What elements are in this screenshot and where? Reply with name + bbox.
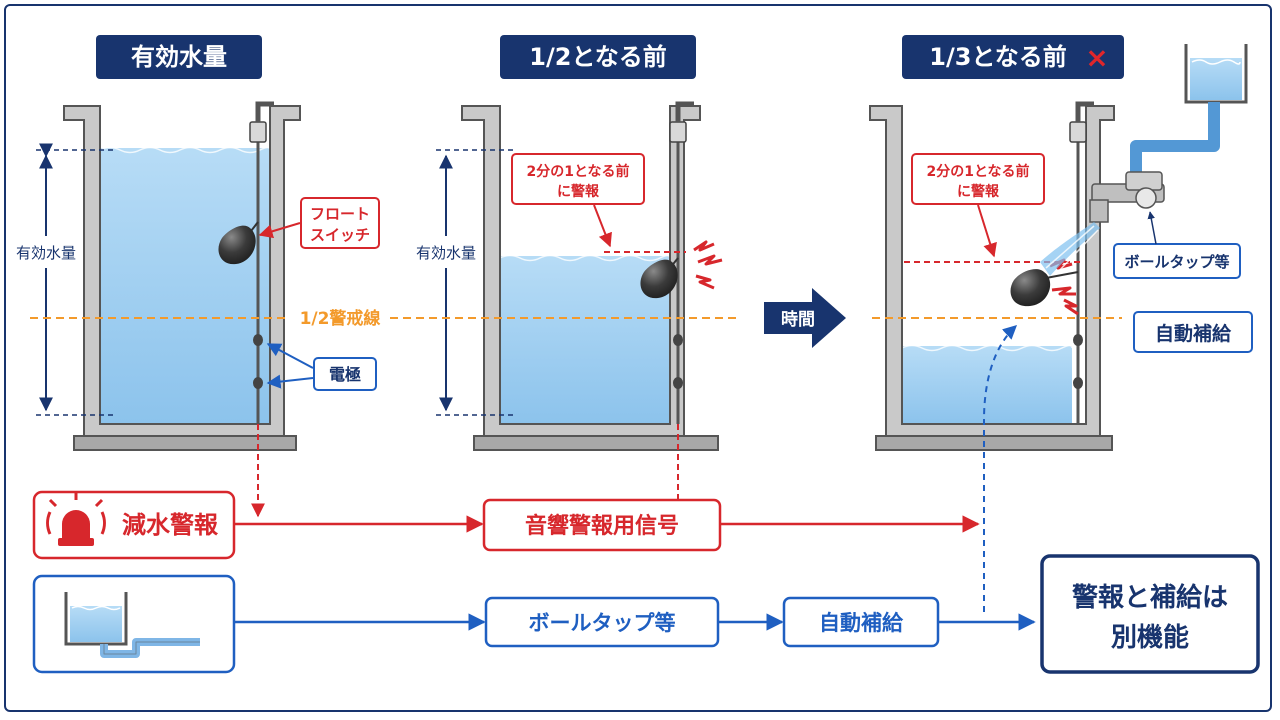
water-drop-alarm-label: 減水警報 bbox=[122, 511, 219, 539]
auto-refill-label: 自動補給 bbox=[1155, 322, 1232, 345]
result-box: 警報と補給は 別機能 bbox=[1040, 554, 1260, 674]
ball-tap-icon bbox=[1135, 187, 1157, 209]
tank-1: 有効水量 フロート スイッチ 電極 bbox=[16, 101, 380, 451]
float-switch-icon bbox=[1010, 269, 1051, 307]
electrode-icon bbox=[253, 377, 263, 389]
water-spray bbox=[1040, 222, 1100, 276]
tank-3-base bbox=[875, 435, 1113, 451]
alarm-row: 減水警報 音響警報用信号 bbox=[32, 490, 980, 560]
tank-2-warn-label-2: に警報 bbox=[557, 183, 600, 200]
result-line-2: 別機能 bbox=[1111, 622, 1189, 653]
electrode-icon bbox=[1073, 377, 1083, 389]
tank-1-water bbox=[100, 148, 270, 424]
electrode-icon bbox=[673, 334, 683, 346]
supply-pipe bbox=[1130, 102, 1220, 180]
result-line-1: 警報と補給は bbox=[1072, 582, 1228, 613]
tank-2: 有効水量 2分の1となる前 に警報 bbox=[416, 101, 723, 451]
float-switch-icon bbox=[218, 225, 256, 265]
electrode-icon bbox=[253, 334, 263, 346]
ball-tap-label: ボールタップ等 bbox=[1124, 253, 1229, 271]
electrode-callout bbox=[313, 357, 377, 391]
supply-tank bbox=[1184, 44, 1248, 104]
alarm-spark-icon bbox=[693, 240, 723, 290]
siren-icon bbox=[46, 492, 106, 546]
electrode-icon bbox=[673, 377, 683, 389]
tank-1-base bbox=[73, 435, 297, 451]
tank-3-warn-label-2: に警報 bbox=[957, 183, 1000, 200]
half-warning-line: 1/2警戒線 bbox=[30, 308, 1122, 329]
electrode-label: 電極 bbox=[329, 365, 361, 384]
header-effective-water: 有効水量 bbox=[96, 35, 262, 79]
header-effective-water-text: 有効水量 bbox=[131, 43, 227, 71]
tank-3-warn-label-1: 2分の1となる前 bbox=[926, 163, 1029, 180]
mini-tank-box bbox=[32, 574, 236, 674]
tank-1-effective-label: 有効水量 bbox=[16, 244, 76, 262]
time-arrow: 時間 bbox=[764, 288, 846, 348]
tank-3-wall bbox=[869, 105, 1115, 439]
auto-refill-flow-label: 自動補給 bbox=[819, 611, 904, 635]
tank-3-warn-callout bbox=[911, 153, 1045, 205]
float-switch-icon bbox=[640, 259, 678, 299]
tank-2-base bbox=[473, 435, 719, 451]
refill-row: ボールタップ等 自動補給 bbox=[32, 574, 1036, 674]
outer-frame bbox=[4, 4, 1272, 712]
ball-tap-callout bbox=[1113, 243, 1241, 279]
header-before-half: 1/2となる前 bbox=[500, 35, 696, 79]
tank-2-warn-callout bbox=[511, 153, 645, 205]
ball-tap-flow-label: ボールタップ等 bbox=[529, 611, 676, 635]
float-switch-callout bbox=[300, 197, 380, 249]
half-warning-label: 1/2警戒線 bbox=[300, 308, 381, 329]
tank-1-rod-cap bbox=[249, 121, 267, 143]
sound-signal-label: 音響警報用信号 bbox=[525, 513, 679, 539]
time-arrow-label: 時間 bbox=[781, 309, 815, 330]
header-before-third-text: 1/3となる前 bbox=[929, 43, 1066, 71]
tank-2-warn-label-1: 2分の1となる前 bbox=[526, 163, 629, 180]
cross-icon: × bbox=[1085, 41, 1108, 74]
electrode-icon bbox=[1073, 334, 1083, 346]
tank-3-water bbox=[902, 346, 1072, 424]
tank-1-wall bbox=[63, 105, 301, 439]
auto-refill-box bbox=[1133, 311, 1253, 353]
tank-3: 2分の1となる前 に警報 ボールタップ等 自動補給 bbox=[869, 44, 1253, 612]
tank-2-effective-label: 有効水量 bbox=[416, 244, 476, 262]
header-before-half-text: 1/2となる前 bbox=[529, 43, 666, 71]
header-before-third: 1/3となる前 × bbox=[902, 35, 1124, 79]
float-switch-label-2: スイッチ bbox=[310, 226, 370, 244]
float-switch-label-1: フロート bbox=[310, 205, 370, 223]
mini-tank-icon bbox=[64, 592, 200, 658]
